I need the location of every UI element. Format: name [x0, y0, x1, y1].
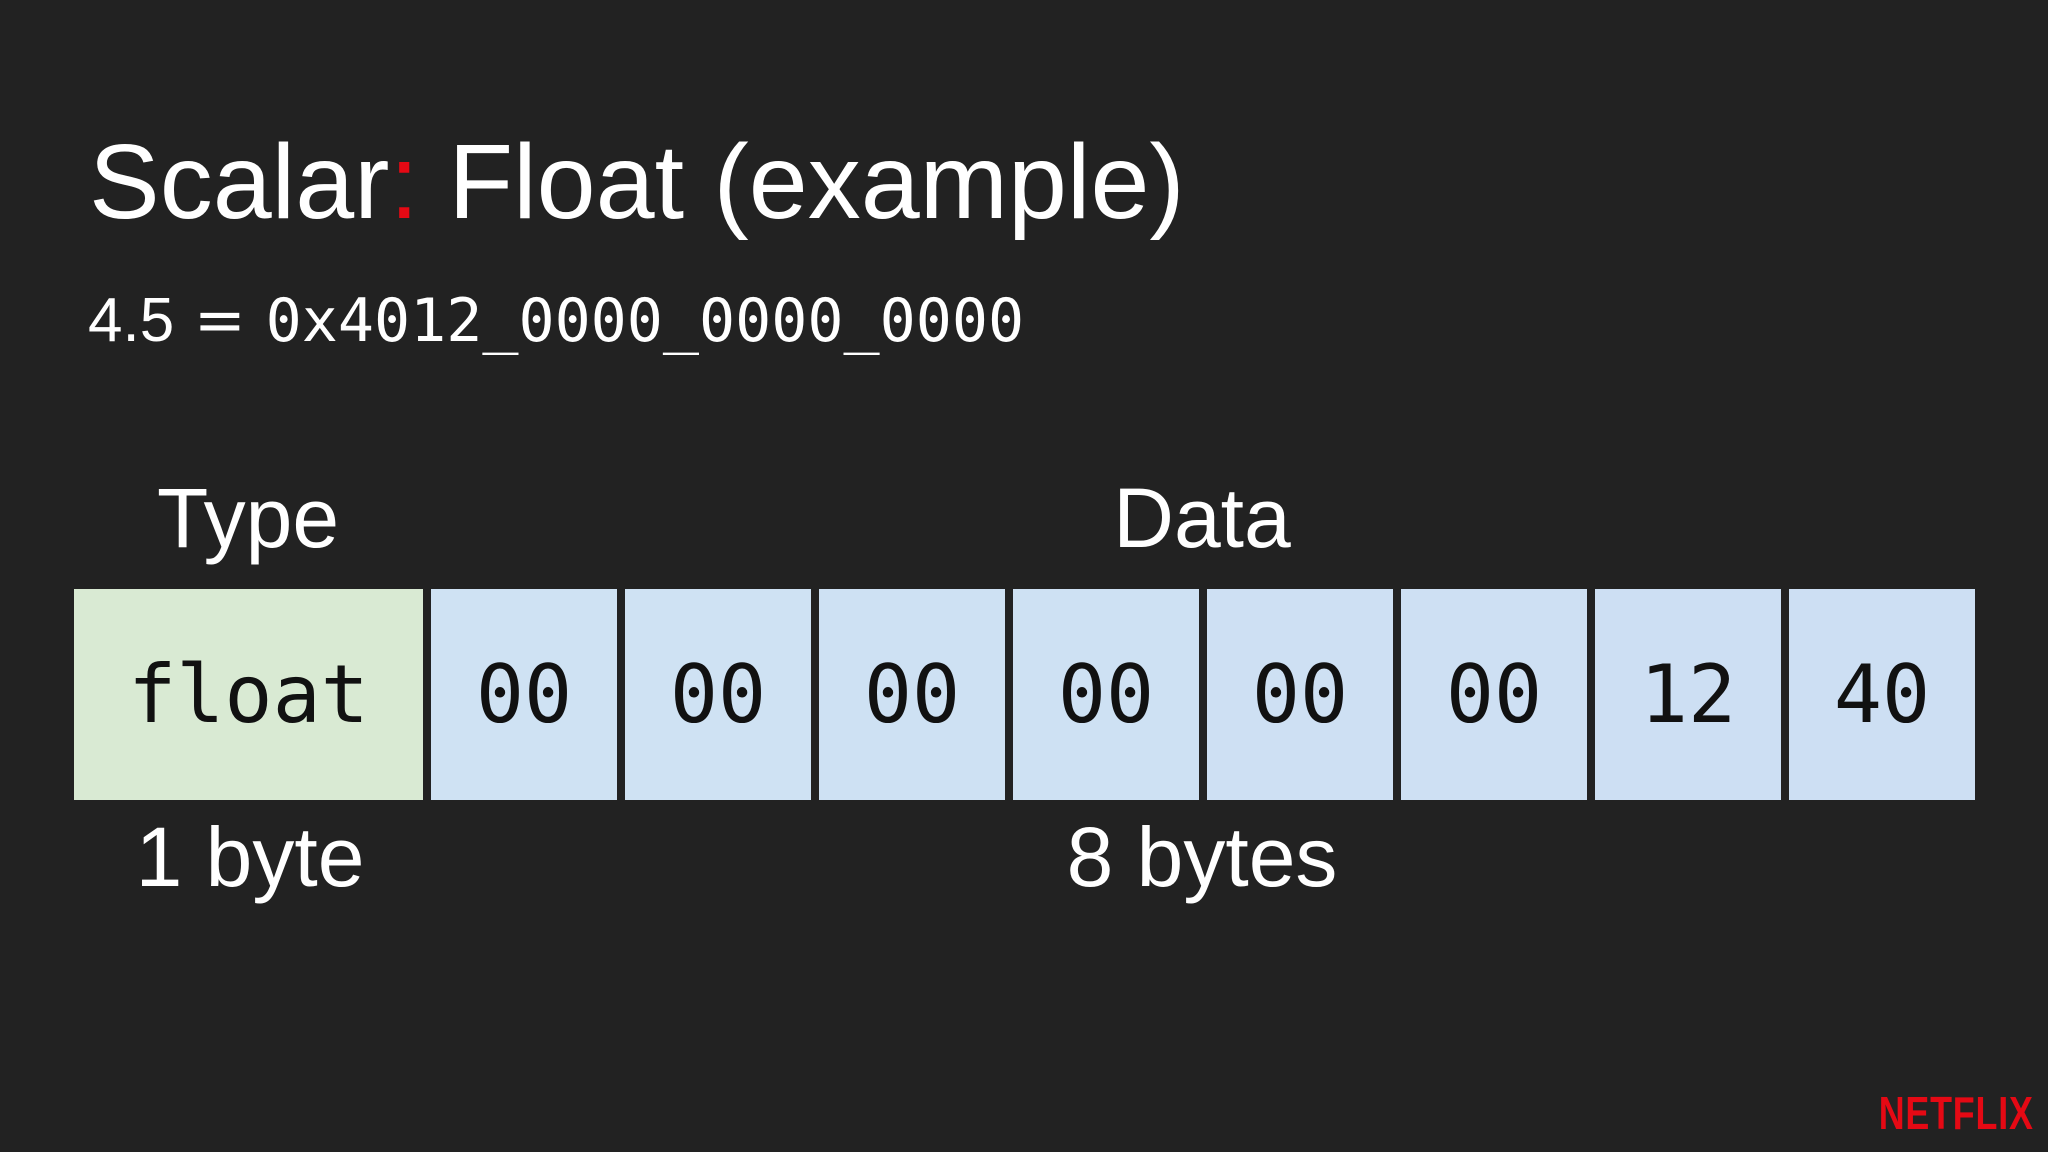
value-equation: 4.5 = 0x4012_0000_0000_0000	[88, 284, 1024, 357]
data-byte-cell: 00	[1013, 589, 1199, 800]
type-header: Type	[156, 471, 340, 565]
equals-sign: =	[174, 283, 266, 356]
data-header: Data	[1113, 471, 1291, 565]
data-byte-cell: 00	[431, 589, 617, 800]
netflix-logo: NETFLIX	[1879, 1087, 2034, 1139]
data-byte-cell: 40	[1789, 589, 1975, 800]
data-byte-cell: 00	[1207, 589, 1393, 800]
data-byte-cell: 00	[625, 589, 811, 800]
title-prefix: Scalar	[89, 123, 390, 241]
decimal-value: 4.5	[88, 286, 175, 355]
slide-title: Scalar: Float (example)	[89, 122, 1185, 242]
title-colon: :	[389, 123, 419, 241]
data-size-label: 8 bytes	[1066, 810, 1338, 904]
type-cell: float	[74, 589, 423, 800]
data-byte-cell: 00	[819, 589, 1005, 800]
byte-layout: float 00 00 00 00 00 00 12 40	[74, 589, 1975, 800]
data-byte-cell: 12	[1595, 589, 1781, 800]
type-size-label: 1 byte	[135, 810, 365, 904]
title-rest: Float (example)	[418, 123, 1185, 241]
data-byte-cell: 00	[1401, 589, 1587, 800]
hex-value: 0x4012_0000_0000_0000	[265, 286, 1025, 356]
